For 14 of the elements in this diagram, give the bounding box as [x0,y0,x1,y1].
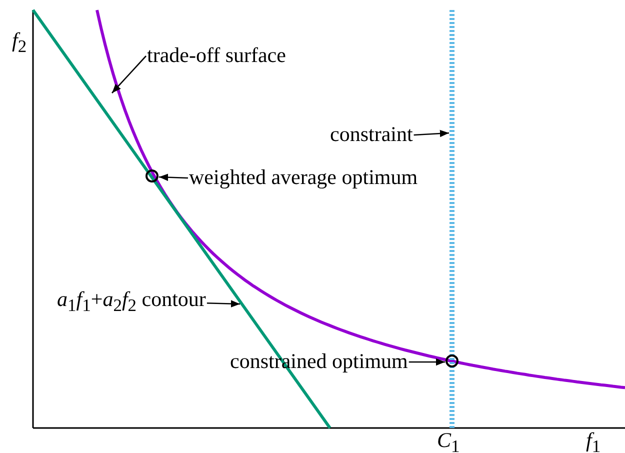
leader-line [408,358,445,366]
callout-text: trade-off surface [147,43,286,67]
leader-line [414,130,450,138]
axis-label: f$_{2}$ [12,28,27,58]
leader-line [158,174,188,181]
axis-label: C$_{1}$ [437,428,460,453]
leader-line [112,56,146,94]
callout-text: constraint [330,122,413,146]
axis-label: f$_{1}$ [586,428,601,453]
constraint-line [450,10,454,428]
leader-line [206,300,240,308]
callout-text: weighted average optimum [189,165,418,189]
optimum-marker [146,170,158,182]
callout-text: a$_{1}$f$_{1}$+a$_{2}$f$_{2}$ contour [57,287,206,318]
